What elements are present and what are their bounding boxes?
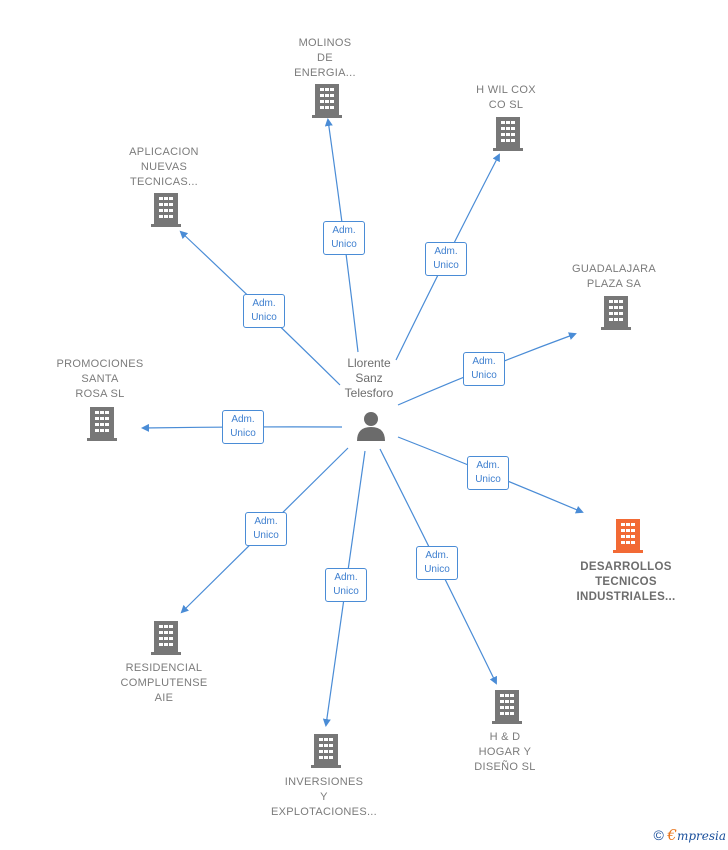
node-label-molinos[interactable]: MOLINOS DE ENERGIA... (294, 37, 356, 79)
brand-name: mpresia (676, 829, 726, 843)
relation-badge: Adm. Unico (425, 242, 467, 276)
building-icon[interactable] (493, 117, 523, 151)
building-icon[interactable] (312, 84, 342, 118)
building-icon[interactable] (311, 734, 341, 768)
relation-badge: Adm. Unico (463, 352, 505, 386)
relation-badge: Adm. Unico (245, 512, 287, 546)
footer-brand: © €mpresia (653, 826, 726, 844)
node-label-hd[interactable]: H & D HOGAR Y DISEÑO SL (474, 731, 536, 773)
building-icon[interactable] (151, 621, 181, 655)
relation-badge: Adm. Unico (467, 456, 509, 490)
copyright-symbol: © (653, 827, 664, 843)
node-label-hwilcox[interactable]: H WIL COX CO SL (476, 84, 536, 111)
person-icon[interactable] (357, 412, 385, 441)
relation-badge: Adm. Unico (222, 410, 264, 444)
relation-badge: Adm. Unico (243, 294, 285, 328)
center-person-label: Llorente Sanz Telesforo (344, 356, 394, 400)
building-icon[interactable] (601, 296, 631, 330)
node-label-inversiones[interactable]: INVERSIONES Y EXPLOTACIONES... (270, 776, 378, 818)
building-icon[interactable] (151, 193, 181, 227)
relation-badge: Adm. Unico (323, 221, 365, 255)
node-label-desarrollos[interactable]: DESARROLLOS TECNICOS INDUSTRIALES... (576, 561, 676, 603)
relation-badge: Adm. Unico (325, 568, 367, 602)
brand-logo-initial: € (667, 826, 677, 844)
building-icon[interactable] (87, 407, 117, 441)
building-icon[interactable] (492, 690, 522, 724)
node-label-residencial[interactable]: RESIDENCIAL COMPLUTENSE AIE (120, 662, 208, 704)
relation-badge: Adm. Unico (416, 546, 458, 580)
node-label-aplicacion[interactable]: APLICACION NUEVAS TECNICAS... (129, 146, 199, 188)
node-label-promociones[interactable]: PROMOCIONES SANTA ROSA SL (56, 358, 144, 400)
node-label-guadalajara[interactable]: GUADALAJARA PLAZA SA (572, 263, 656, 290)
building-icon[interactable] (613, 519, 643, 553)
